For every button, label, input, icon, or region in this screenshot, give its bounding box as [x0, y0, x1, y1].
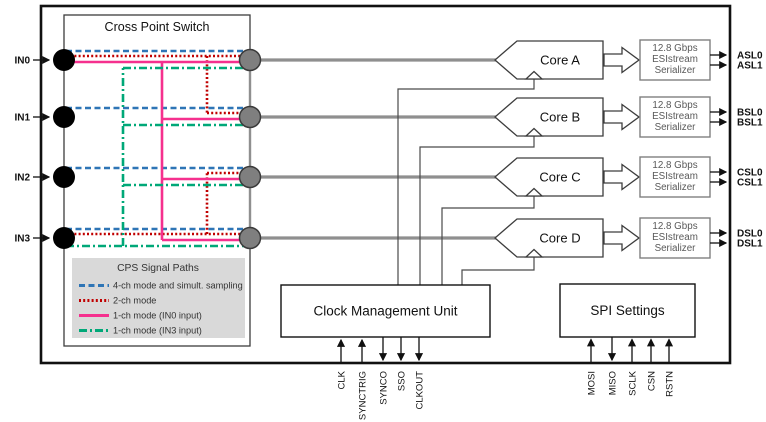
path-2ch-mode	[66, 54, 244, 236]
pin-label-mosi: MOSI	[587, 371, 598, 395]
serializer-a-line3: Serializer	[655, 65, 697, 76]
serializer-b-line3: Serializer	[655, 122, 697, 133]
input-dot-in0	[53, 49, 75, 71]
input-pins: IN0 IN1 IN2 IN3	[14, 56, 51, 245]
pin-label-rstn: RSTN	[665, 371, 676, 397]
core-c-block	[494, 157, 604, 197]
core-a-block	[494, 40, 604, 80]
legend-label-2ch: 2-ch mode	[113, 296, 156, 306]
pin-label-sso: SSO	[397, 371, 408, 391]
pin-label-asl0: ASL0	[737, 51, 763, 62]
core-d-block	[494, 218, 604, 258]
spi-box	[559, 283, 696, 338]
serializer-c-line3: Serializer	[655, 182, 697, 193]
legend-label-4ch: 4-ch mode and simult. sampling	[113, 281, 243, 291]
input-dot-in2	[53, 166, 75, 188]
serializer-c-line1: 12.8 Gbps	[652, 160, 697, 171]
legend-title: CPS Signal Paths	[117, 263, 199, 274]
serializer-c-line2: ESIstream	[652, 171, 698, 182]
core-d-row: Core D 12.8 Gbps ESIstream Serializer DS…	[494, 217, 763, 259]
core-d-data-arrow-icon	[603, 224, 641, 252]
clock-nets	[397, 79, 535, 285]
core-b-row: Core B 12.8 Gbps ESIstream Serializer BS…	[494, 96, 763, 138]
output-dot-3	[238, 226, 262, 250]
core-c-data-arrow-icon	[603, 163, 641, 191]
path-4ch-mode	[66, 49, 244, 231]
pin-label-clkout: CLKOUT	[415, 371, 426, 410]
core-d-clock-triangle-icon	[524, 248, 544, 258]
pin-label-in0: IN0	[14, 56, 30, 67]
pin-label-in2: IN2	[14, 173, 30, 184]
serializer-d-line1: 12.8 Gbps	[652, 221, 697, 232]
pin-label-clk: CLK	[337, 370, 348, 389]
core-b-block	[494, 97, 604, 137]
input-dot-in1	[53, 106, 75, 128]
cmu-label: Clock Management Unit	[313, 304, 457, 319]
core-a-data-arrow-icon	[603, 46, 641, 74]
spi-block: SPI Settings MOSI MISO SCLK CSN RSTN	[559, 283, 696, 397]
core-c-label: Core C	[539, 170, 580, 185]
output-dot-2	[238, 165, 262, 189]
core-c-row: Core C 12.8 Gbps ESIstream Serializer CS…	[494, 156, 763, 198]
pin-label-csl0: CSL0	[737, 168, 763, 179]
cmu-block: Clock Management Unit CLK SYNCTRIG SYNCO…	[280, 284, 491, 420]
chip-outline	[39, 4, 732, 365]
path-1ch-in3	[66, 66, 244, 248]
path-1ch-in0	[66, 60, 244, 242]
serializer-d-line2: ESIstream	[652, 232, 698, 243]
output-dot-1	[238, 105, 262, 129]
pin-label-dsl1: DSL1	[737, 239, 763, 250]
serializer-d-line3: Serializer	[655, 243, 697, 254]
legend-label-1ch-in3: 1-ch mode (IN3 input)	[113, 326, 202, 336]
pin-label-csl1: CSL1	[737, 178, 763, 189]
serializer-b-line2: ESIstream	[652, 111, 698, 122]
pin-label-bsl1: BSL1	[737, 118, 763, 129]
spi-label: SPI Settings	[590, 303, 665, 318]
serializer-d-box	[639, 217, 711, 259]
output-dot-0	[238, 48, 262, 72]
pin-label-synco: SYNCO	[379, 371, 390, 405]
pin-label-dsl0: DSL0	[737, 229, 763, 240]
legend-label-1ch-in0: 1-ch mode (IN0 input)	[113, 311, 202, 321]
core-a-row: Core A 12.8 Gbps ESIstream Serializer AS…	[494, 39, 763, 81]
pin-label-csn: CSN	[647, 371, 658, 391]
clock-net-core-a	[397, 79, 535, 285]
cps-input-dots	[53, 49, 75, 249]
cps-output-dots	[238, 48, 262, 250]
pin-label-synctrig: SYNCTRIG	[358, 371, 369, 420]
core-b-label: Core B	[540, 110, 580, 125]
cps-title: Cross Point Switch	[105, 20, 210, 34]
serializer-a-line1: 12.8 Gbps	[652, 43, 697, 54]
core-b-data-arrow-icon	[603, 103, 641, 131]
serializer-a-line2: ESIstream	[652, 54, 698, 65]
cmu-box	[280, 284, 491, 338]
pin-label-in3: IN3	[14, 234, 30, 245]
serializer-c-box	[639, 156, 711, 198]
signal-paths	[66, 49, 244, 248]
cps-legend: CPS Signal Paths 4-ch mode and simult. s…	[72, 258, 245, 338]
input-dot-in3	[53, 227, 75, 249]
serializer-a-box	[639, 39, 711, 81]
core-b-clock-triangle-icon	[524, 127, 544, 137]
pin-label-bsl0: BSL0	[737, 108, 763, 119]
pin-label-sclk: SCLK	[628, 370, 639, 395]
clock-net-core-c	[441, 196, 535, 285]
core-a-clock-triangle-icon	[524, 70, 544, 80]
serializer-b-box	[639, 96, 711, 138]
serializer-b-line1: 12.8 Gbps	[652, 100, 697, 111]
core-c-clock-triangle-icon	[524, 187, 544, 197]
legend-box	[72, 258, 245, 338]
core-input-wires	[251, 58, 496, 240]
pin-label-asl1: ASL1	[737, 61, 763, 72]
pin-label-miso: MISO	[608, 371, 619, 395]
core-d-label: Core D	[539, 231, 580, 246]
core-a-label: Core A	[540, 53, 580, 68]
clock-net-core-b	[419, 136, 535, 285]
clock-net-core-d	[461, 257, 535, 285]
pin-label-in1: IN1	[14, 113, 30, 124]
